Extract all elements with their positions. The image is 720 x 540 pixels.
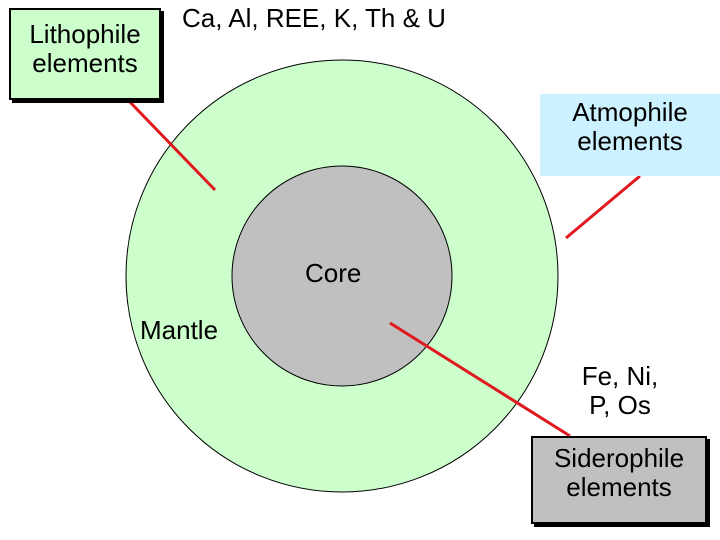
siderophile-label-box: Siderophile elements xyxy=(531,436,707,524)
lithophile-example-elements: Ca, Al, REE, K, Th & U xyxy=(182,3,446,33)
siderophile-example-line1: Fe, Ni, xyxy=(581,361,659,391)
lithophile-connector-line xyxy=(126,98,217,192)
siderophile-label-line1: Siderophile xyxy=(553,443,685,473)
mantle-label: Mantle xyxy=(140,315,219,345)
atmophile-label-line2: elements xyxy=(577,126,683,157)
lithophile-label-line2: elements xyxy=(32,48,138,79)
siderophile-example-line2: P, Os xyxy=(589,390,651,421)
siderophile-example-elements: Fe, Ni, P, Os xyxy=(560,361,680,421)
siderophile-connector-line xyxy=(389,321,571,438)
atmophile-label-line1: Atmophile xyxy=(572,97,688,127)
atmophile-label-box: Atmophile elements xyxy=(540,94,720,176)
lithophile-label-box: Lithophile elements xyxy=(9,8,161,100)
core-label: Core xyxy=(305,258,362,288)
lithophile-label-line1: Lithophile xyxy=(29,19,141,49)
core-circle xyxy=(231,165,453,387)
siderophile-label-line2: elements xyxy=(566,472,672,503)
atmophile-connector-line xyxy=(565,174,641,240)
